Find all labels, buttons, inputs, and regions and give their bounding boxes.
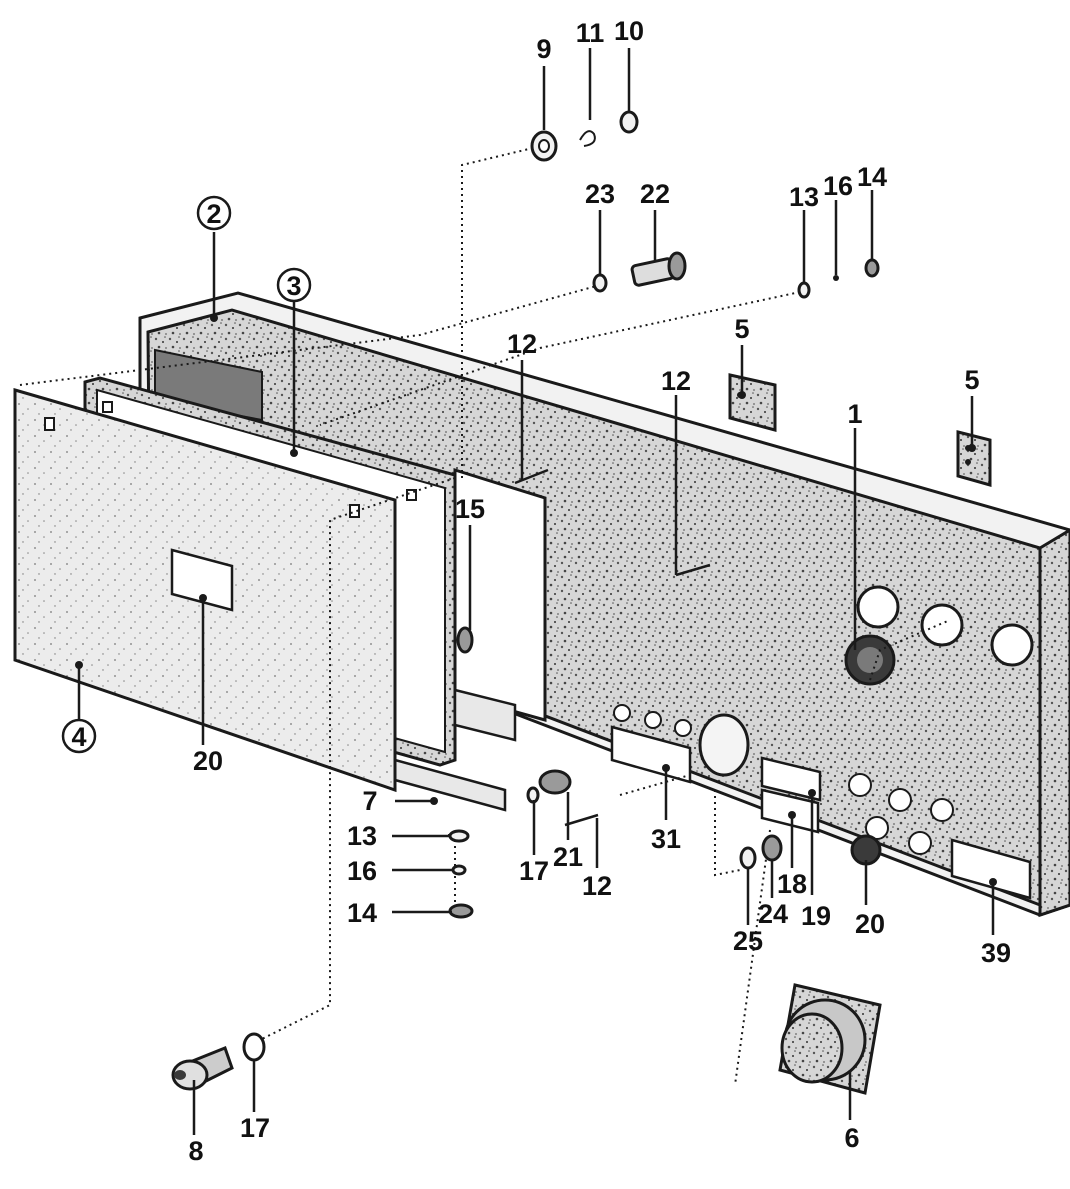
callout-10: 10 <box>614 16 644 46</box>
callout-19: 19 <box>801 901 831 931</box>
connector-part-20-panel <box>850 834 882 866</box>
circled-callouts <box>61 195 312 754</box>
callout-9: 9 <box>536 34 551 64</box>
large-connector-part-6 <box>778 983 882 1095</box>
ring-part-17 <box>242 1032 266 1062</box>
callout-8: 8 <box>188 1136 203 1166</box>
callout-18: 18 <box>777 869 807 899</box>
hardware-13-14-16-top <box>797 258 880 299</box>
callout-20-panel: 20 <box>855 909 885 939</box>
callout-39: 39 <box>981 938 1011 968</box>
hardware-9-10-11 <box>530 110 639 162</box>
callout-2: 2 <box>206 199 221 229</box>
callout-3: 3 <box>286 271 301 301</box>
hardware-22-23 <box>592 251 687 293</box>
cover-plate-part-4 <box>13 388 397 793</box>
lock-cylinder-part-8 <box>171 1046 234 1091</box>
callout-25: 25 <box>733 926 763 956</box>
callout-22: 22 <box>640 179 670 209</box>
callout-12-c: 12 <box>582 871 612 901</box>
callout-12-a: 12 <box>507 329 537 359</box>
hardware-13-14-16-bottom <box>448 829 474 919</box>
callout-6: 6 <box>844 1123 859 1153</box>
callout-13-top: 13 <box>789 182 819 212</box>
callout-7: 7 <box>362 786 377 816</box>
callout-13-bottom: 13 <box>347 821 377 851</box>
panel-holes <box>613 585 1034 855</box>
connector-part-1 <box>844 634 896 686</box>
panel-labels <box>610 725 1032 900</box>
inner-window-plate <box>453 467 547 722</box>
callout-24: 24 <box>758 899 788 929</box>
callout-21: 21 <box>553 842 583 872</box>
callout-1: 1 <box>847 399 862 429</box>
callout-15: 15 <box>455 494 485 524</box>
callout-4: 4 <box>71 722 86 752</box>
callout-16-top: 16 <box>823 171 853 201</box>
anchor-dots <box>75 314 997 886</box>
callout-17-b: 17 <box>240 1113 270 1143</box>
callout-5-a: 5 <box>734 314 749 344</box>
callout-20-cover: 20 <box>193 746 223 776</box>
callout-labels: 2 3 4 9 11 10 23 22 13 16 14 12 12 5 5 1… <box>71 16 1011 1166</box>
stud-part-12 <box>514 468 711 827</box>
hardware-24-25 <box>739 834 783 870</box>
callout-16-bottom: 16 <box>347 856 377 886</box>
callout-14-bottom: 14 <box>347 898 377 928</box>
leader-lines <box>77 48 995 1135</box>
hardware-part-15 <box>456 626 474 654</box>
hardware-17-21 <box>526 769 572 804</box>
callout-14-top: 14 <box>857 162 887 192</box>
callout-23: 23 <box>585 179 615 209</box>
callout-17-a: 17 <box>519 856 549 886</box>
callout-12-b: 12 <box>661 366 691 396</box>
callout-31: 31 <box>651 824 681 854</box>
callout-11: 11 <box>576 18 605 48</box>
rail-part-7 <box>393 688 517 812</box>
callout-5-b: 5 <box>964 365 979 395</box>
